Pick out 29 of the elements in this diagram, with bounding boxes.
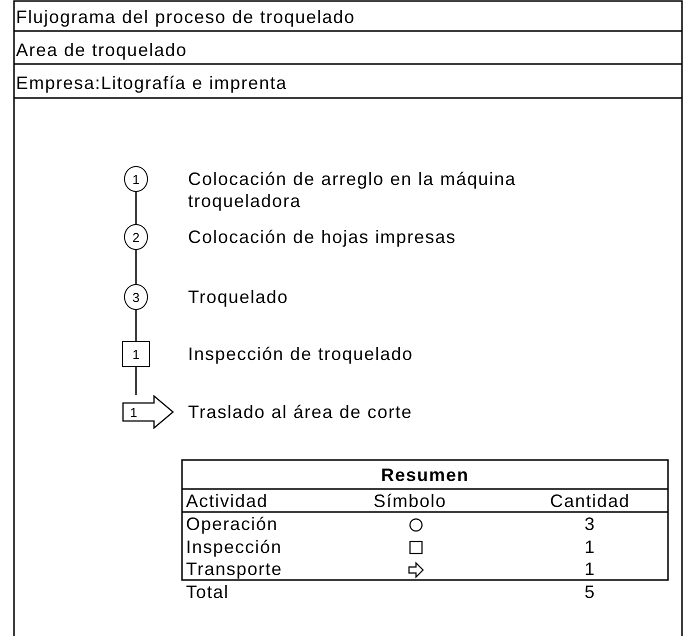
header-text: Empresa:Litografía e imprenta [16,72,288,94]
table-heading: Resumen [380,464,470,486]
column-header: Cantidad [548,490,632,512]
row-label: Inspección [186,536,282,558]
title-text: Flujograma del proceso de troquelado [16,6,356,28]
column-header: Símbolo [372,490,448,512]
operation-circle: 2 [124,224,148,250]
row-label: Total [186,581,230,603]
operation-circle: 3 [124,284,148,310]
connector-line [135,310,137,341]
row-label: Transporte [186,558,282,580]
step-description: Troquelado [188,286,290,308]
column-header: Actividad [186,490,270,512]
connector-line [135,192,137,224]
connector-line [135,367,137,395]
row-label: Operación [186,513,278,535]
quantity-value: 3 [583,513,596,535]
step-description: Colocación de arreglo en la máquina troqueladora [188,168,518,212]
inspection-square: 1 [122,341,150,367]
quantity-value: 1 [583,536,596,558]
total-value: 5 [583,581,596,603]
step-description: Inspección de troquelado [188,343,414,365]
operation-circle: 1 [124,166,148,192]
connector-line [135,250,137,284]
header-text: Area de troquelado [16,39,188,61]
step-description: Traslado al área de corte [188,401,414,423]
step-description: Colocación de hojas impresas [188,226,458,248]
transport-arrow: 1 [122,395,174,429]
quantity-value: 1 [583,558,596,580]
